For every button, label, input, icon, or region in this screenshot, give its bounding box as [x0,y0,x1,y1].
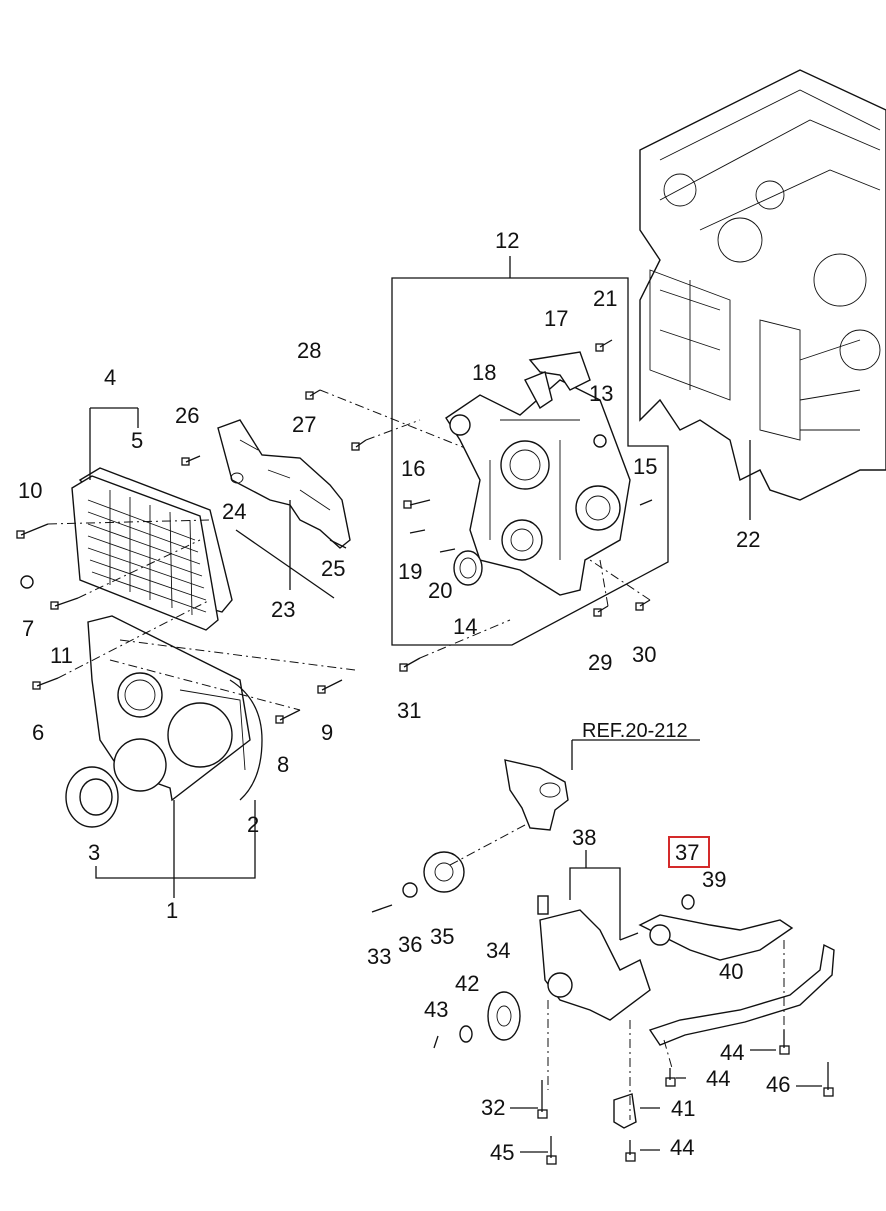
callout-29[interactable]: 29 [588,650,612,675]
callout-42[interactable]: 42 [455,971,479,996]
callout-5[interactable]: 5 [131,428,143,453]
callout-13[interactable]: 13 [589,381,613,406]
reference-label: REF.20-212 [582,720,688,742]
callout-14[interactable]: 14 [453,614,477,639]
callout-41[interactable]: 41 [671,1096,695,1121]
callout-35[interactable]: 35 [430,924,454,949]
callout-12[interactable]: 12 [495,228,519,253]
callout-7[interactable]: 7 [22,616,34,641]
callout-44-b[interactable]: 44 [706,1066,730,1091]
callout-11[interactable]: 11 [50,643,73,668]
oil-pump-drawing [371,759,835,1165]
callout-25[interactable]: 25 [321,556,345,581]
callout-46[interactable]: 46 [766,1072,790,1097]
front-case-drawing [391,256,669,672]
callout-40[interactable]: 40 [719,959,743,984]
callout-2[interactable]: 2 [247,812,259,837]
callout-33[interactable]: 33 [367,944,391,969]
callout-34[interactable]: 34 [486,938,510,963]
engine-block-drawing [639,69,886,520]
callout-28[interactable]: 28 [297,338,321,363]
highlight-box-37 [668,836,710,868]
callout-17[interactable]: 17 [544,306,568,331]
callout-26[interactable]: 26 [175,403,199,428]
callout-44-a[interactable]: 44 [720,1040,744,1065]
callout-27[interactable]: 27 [292,412,316,437]
callout-16[interactable]: 16 [401,456,425,481]
callout-32[interactable]: 32 [481,1095,505,1120]
callout-22[interactable]: 22 [736,527,760,552]
callout-1[interactable]: 1 [166,898,178,923]
callout-10[interactable]: 10 [18,478,42,503]
callout-20[interactable]: 20 [428,578,452,603]
callout-45[interactable]: 45 [490,1140,514,1165]
callout-19[interactable]: 19 [398,559,422,584]
callout-23[interactable]: 23 [271,597,295,622]
callout-21[interactable]: 21 [593,286,617,311]
callout-36[interactable]: 36 [398,932,422,957]
callout-18[interactable]: 18 [472,360,496,385]
callout-15[interactable]: 15 [633,454,657,479]
callout-37[interactable]: 37 [675,840,699,865]
callout-6[interactable]: 6 [32,720,44,745]
callout-numbers: 1 2 3 4 5 6 7 8 9 10 11 12 13 14 15 16 1… [18,228,790,1165]
callout-30[interactable]: 30 [632,642,656,667]
callout-3[interactable]: 3 [88,840,100,865]
timing-cover-drawing [16,389,471,828]
callout-24[interactable]: 24 [222,499,246,524]
callout-43[interactable]: 43 [424,997,448,1022]
callout-44-c[interactable]: 44 [670,1135,694,1160]
callout-4[interactable]: 4 [104,365,116,390]
callout-31[interactable]: 31 [397,698,421,723]
callout-39[interactable]: 39 [702,867,726,892]
callout-38[interactable]: 38 [572,825,596,850]
leader-lines [89,407,822,1153]
callout-9[interactable]: 9 [321,720,333,745]
callout-8[interactable]: 8 [277,752,289,777]
